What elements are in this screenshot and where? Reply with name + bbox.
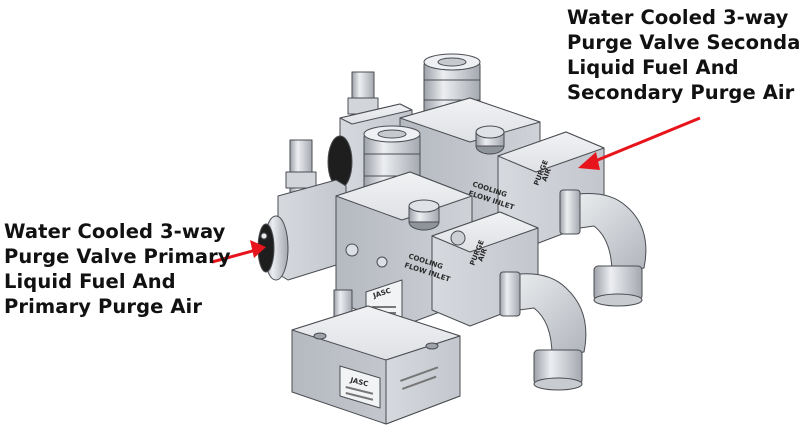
callout-line: Secondary Purge Air — [567, 81, 795, 104]
callout-line: Purge Valve Secondary — [567, 31, 800, 54]
callout-line: Purge Valve Primary — [4, 245, 231, 268]
arrow-to-primary-valve — [211, 240, 266, 264]
callout-primary-valve: Water Cooled 3-way Purge Valve Primary L… — [4, 219, 231, 319]
callout-line: Liquid Fuel And — [4, 270, 176, 293]
callout-line: Water Cooled 3-way — [567, 6, 789, 29]
secondary-actuator-cap — [327, 135, 353, 189]
secondary-elbow — [565, 193, 647, 275]
callout-line: Water Cooled 3-way — [4, 220, 226, 243]
callout-line: Primary Purge Air — [4, 295, 203, 318]
manifold-base: JASC — [291, 305, 461, 425]
callout-secondary-valve: Water Cooled 3-way Purge Valve Secondary… — [567, 5, 800, 105]
primary-elbow — [503, 273, 587, 357]
arrow-to-secondary-valve — [578, 116, 701, 170]
callout-line: Liquid Fuel And — [567, 56, 739, 79]
